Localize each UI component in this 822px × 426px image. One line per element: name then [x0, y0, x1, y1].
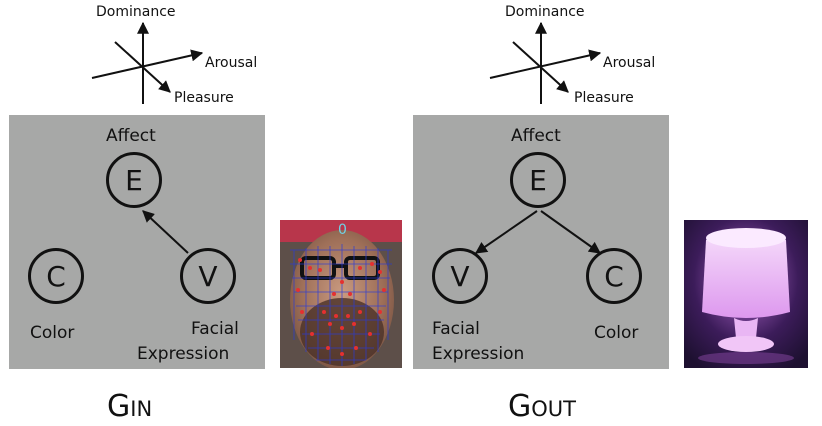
affect-label-out: Affect [511, 126, 561, 146]
pleasure-axis [114, 41, 171, 93]
node-v-in: V [180, 248, 236, 304]
affect-label-in: Affect [106, 126, 156, 146]
facial-label-in-2: Expression [137, 344, 230, 364]
edge-v-to-e [142, 210, 189, 254]
face-image: 0 [280, 220, 402, 368]
arousal-axis-right [489, 49, 602, 79]
face-digit-overlay: 0 [338, 222, 347, 238]
pleasure-label-right: Pleasure [574, 90, 634, 106]
pleasure-label: Pleasure [174, 90, 234, 106]
lamp-image [684, 220, 808, 368]
node-e-out: E [510, 152, 566, 208]
node-c-out: C [586, 248, 642, 304]
color-label-out: Color [594, 323, 639, 343]
facial-label-out-2: Expression [432, 344, 525, 364]
facial-label-out-1: Facial [432, 319, 480, 339]
pleasure-axis-right [512, 41, 569, 93]
graph-in-title: GIN [107, 389, 153, 424]
arousal-axis [91, 49, 204, 79]
facial-label-in-1: Facial [191, 319, 239, 339]
node-v-out: V [432, 248, 488, 304]
arousal-label: Arousal [205, 55, 258, 71]
color-label-in: Color [30, 323, 75, 343]
arousal-label-right: Arousal [603, 55, 656, 71]
graph-out-title: GOUT [508, 389, 576, 424]
edge-e-to-c [540, 210, 601, 254]
node-e-in: E [106, 152, 162, 208]
dominance-label-right: Dominance [505, 4, 585, 20]
dominance-label: Dominance [96, 4, 176, 20]
node-c-in: C [28, 248, 84, 304]
edge-e-to-v [475, 210, 538, 254]
